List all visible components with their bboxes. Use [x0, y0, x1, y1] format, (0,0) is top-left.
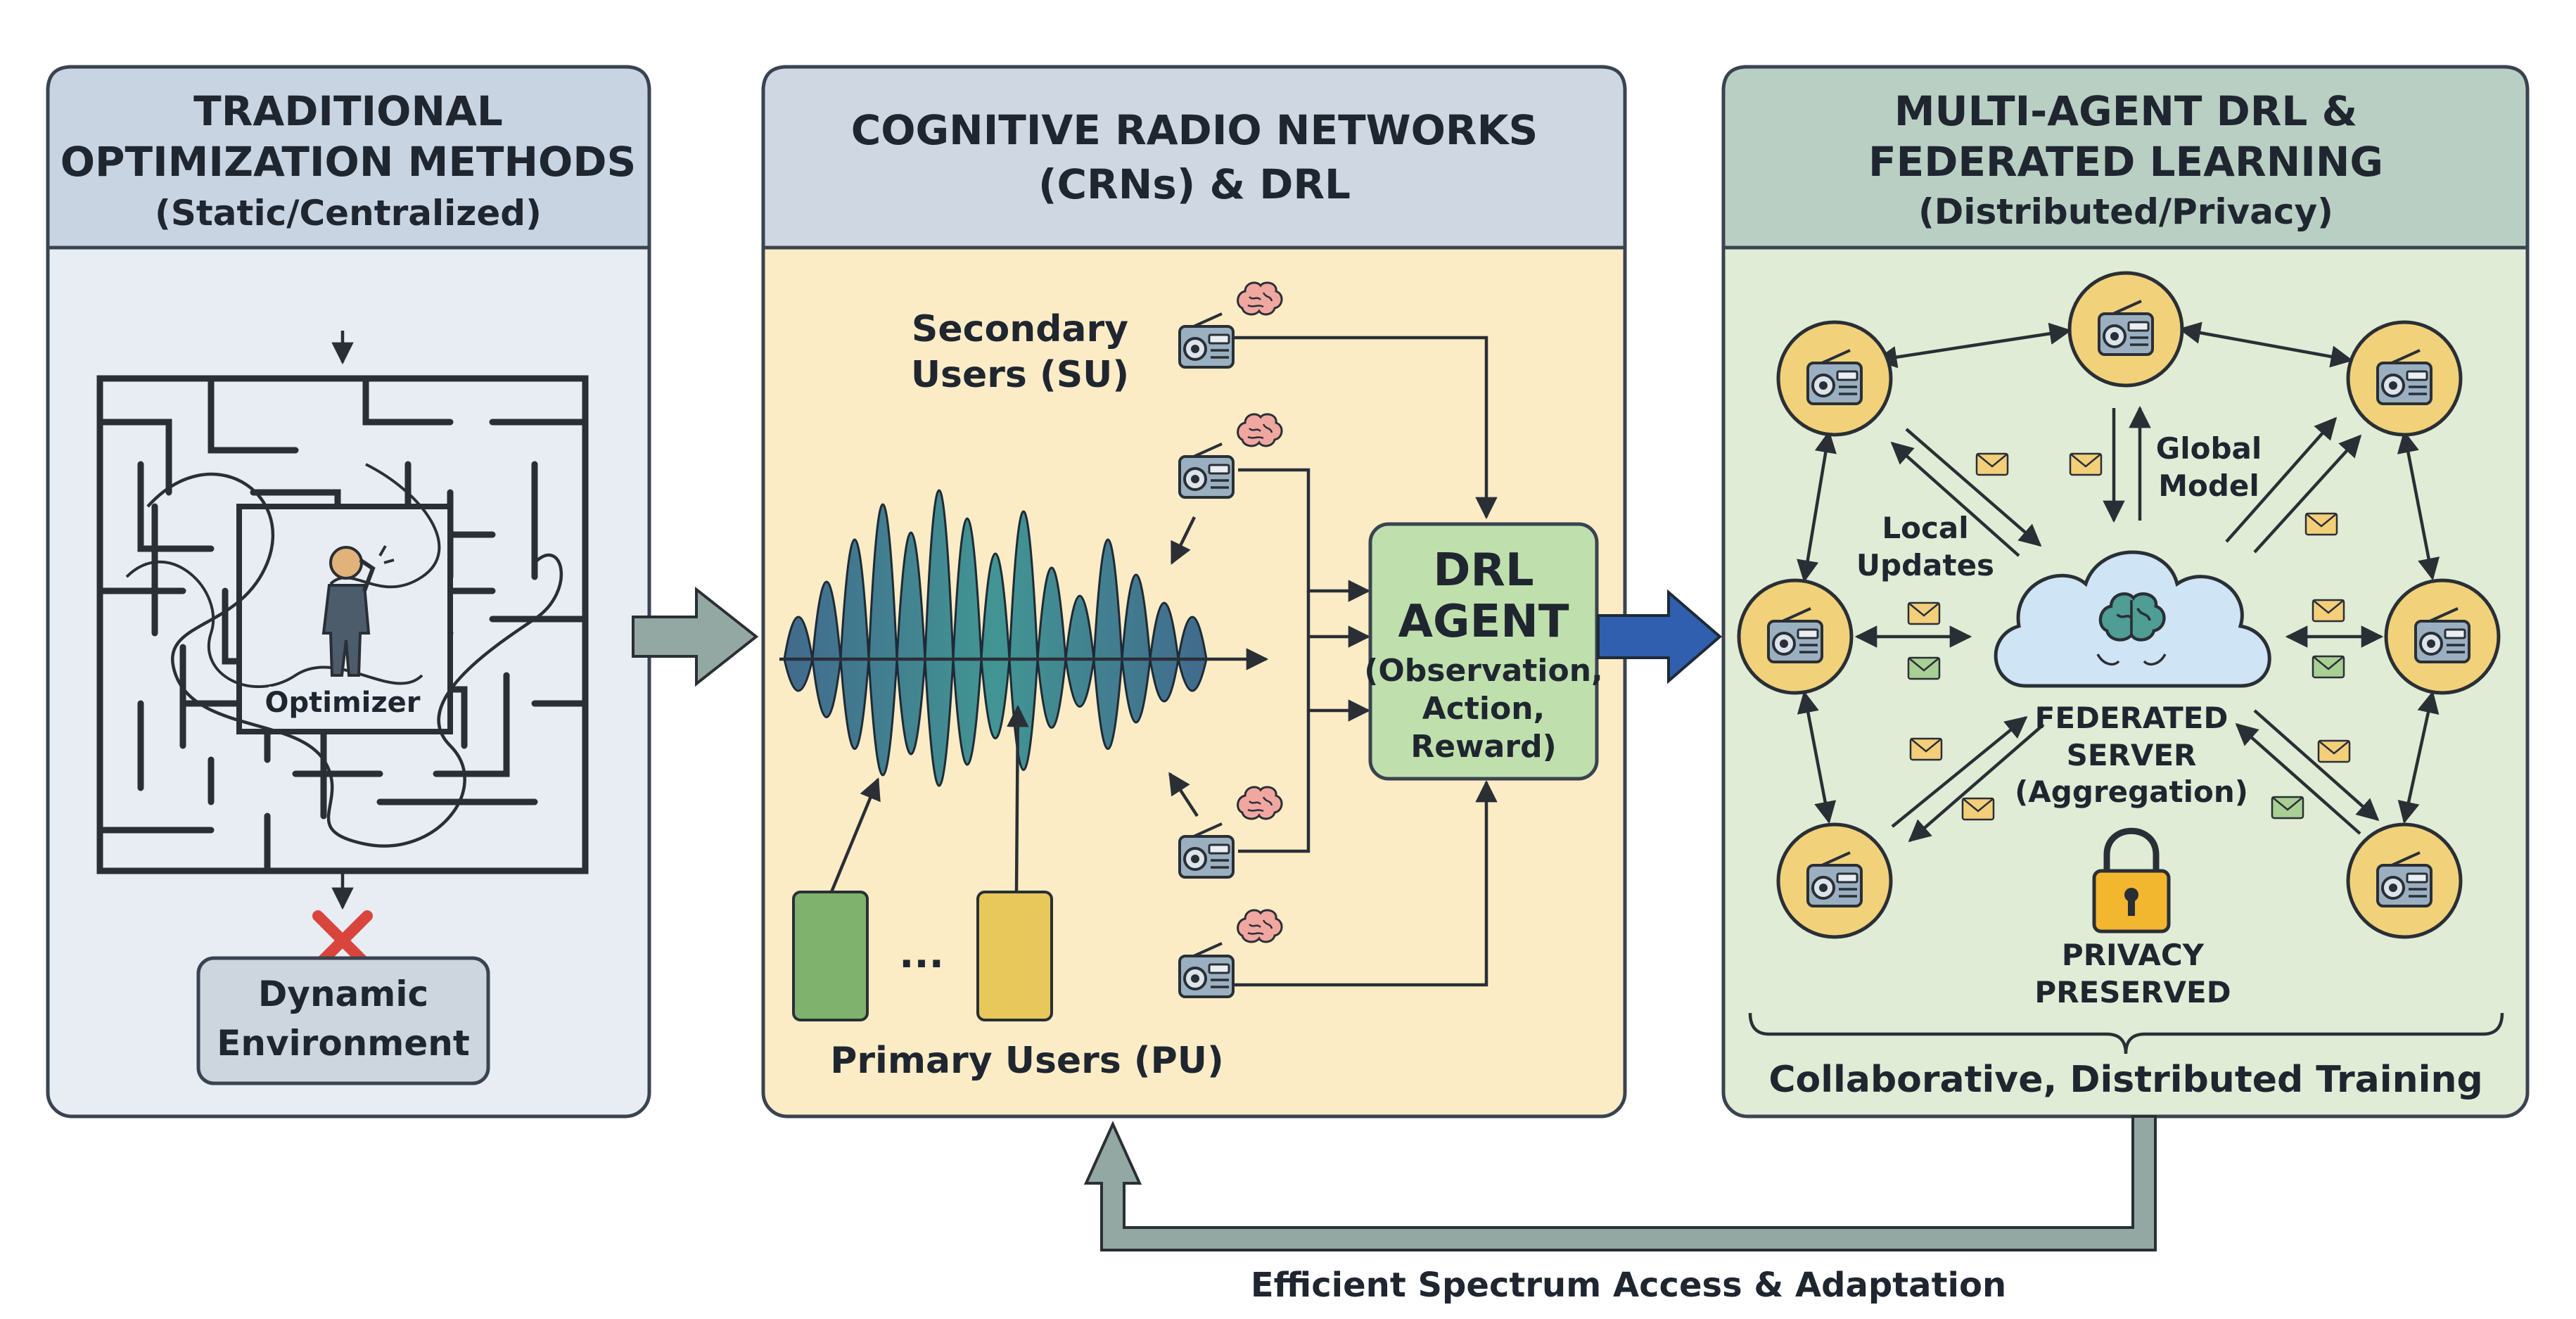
envelope-icon — [2304, 512, 2338, 536]
agent-line-5: Reward) — [1410, 729, 1556, 765]
agent-line-3: (Observation, — [1364, 653, 1603, 689]
optimizer-label: Optimizer — [265, 687, 421, 719]
envelope-icon — [2312, 599, 2345, 623]
agent-line-1: DRL — [1433, 544, 1534, 597]
fl-device-mid-right — [2384, 578, 2501, 695]
spectrum-waveform — [783, 489, 1208, 787]
optimizer-person-icon — [321, 545, 395, 677]
fl-device-bottom-right — [2346, 822, 2463, 939]
pu-block-yellow — [976, 891, 1053, 1021]
envelope-icon — [2271, 796, 2304, 820]
left-title-line-1: TRADITIONAL — [193, 87, 503, 135]
envelope-icon — [2317, 739, 2351, 763]
envelope-icon — [1907, 601, 1941, 625]
lock-icon — [2092, 827, 2171, 934]
fl-device-top-right — [2346, 320, 2463, 437]
privacy-line-1: PRIVACY — [2062, 938, 2205, 972]
envelope-icon — [1909, 737, 1943, 761]
footer-label: Collaborative, Distributed Training — [1768, 1059, 2482, 1101]
panel-traditional-optimization: TRADITIONAL OPTIMIZATION METHODS (Static… — [46, 65, 651, 1119]
right-title-line-3: (Distributed/Privacy) — [1918, 191, 2333, 232]
fl-device-mid-left — [1737, 578, 1854, 695]
su-label-line-1: Secondary — [912, 308, 1128, 350]
pu-label: Primary Users (PU) — [830, 1040, 1224, 1082]
server-line-2: SERVER — [2067, 738, 2197, 772]
local-updates-line-2: Updates — [1856, 548, 1994, 582]
feedback-label: Efficient Spectrum Access & Adaptation — [1251, 1266, 2006, 1305]
feedback-loop-arrow — [1083, 1115, 2157, 1251]
arrow-to-federated — [1597, 589, 1723, 684]
server-line-1: FEDERATED — [2035, 701, 2229, 735]
envelope-icon — [1961, 797, 1995, 821]
brain-icon — [2098, 592, 2166, 642]
training-brace — [1748, 1012, 2504, 1054]
fl-device-bottom-left — [1776, 822, 1893, 939]
agent-line-2: AGENT — [1398, 596, 1569, 648]
middle-title-line-2: (CRNs) & DRL — [1038, 160, 1351, 208]
global-model-line-1: Global — [2156, 431, 2262, 466]
right-title-line-2: FEDERATED LEARNING — [1868, 138, 2383, 186]
left-title-line-3: (Static/Centralized) — [155, 193, 542, 234]
server-line-3: (Aggregation) — [2015, 775, 2248, 809]
fl-device-top — [2067, 271, 2184, 388]
envelope-icon — [2069, 452, 2103, 476]
panel-cognitive-radio: COGNITIVE RADIO NETWORKS (CRNs) & DRL Se… — [761, 65, 1627, 1119]
local-updates-line-1: Local — [1882, 511, 1968, 545]
env-label-line-1: Dynamic — [258, 974, 428, 1014]
dynamic-environment-box — [196, 956, 490, 1085]
global-model-line-2: Model — [2158, 469, 2259, 503]
pu-ellipsis: ... — [899, 931, 944, 977]
env-label-line-2: Environment — [217, 1023, 470, 1064]
panel-federated-learning: MULTI-AGENT DRL & FEDERATED LEARNING (Di… — [1721, 65, 2530, 1119]
envelope-icon — [1975, 452, 2009, 476]
privacy-line-2: PRESERVED — [2034, 975, 2231, 1009]
agent-line-4: Action, — [1422, 691, 1545, 727]
left-title-line-2: OPTIMIZATION METHODS — [60, 138, 637, 186]
right-title-line-1: MULTI-AGENT DRL & — [1894, 87, 2357, 135]
fl-device-top-left — [1776, 320, 1893, 437]
arrow-to-crn — [632, 586, 759, 687]
pu-block-green — [792, 891, 869, 1021]
envelope-icon — [2312, 655, 2345, 679]
envelope-icon — [1907, 656, 1941, 680]
su-label-line-2: Users (SU) — [911, 354, 1129, 396]
middle-title-line-1: COGNITIVE RADIO NETWORKS — [851, 106, 1538, 154]
